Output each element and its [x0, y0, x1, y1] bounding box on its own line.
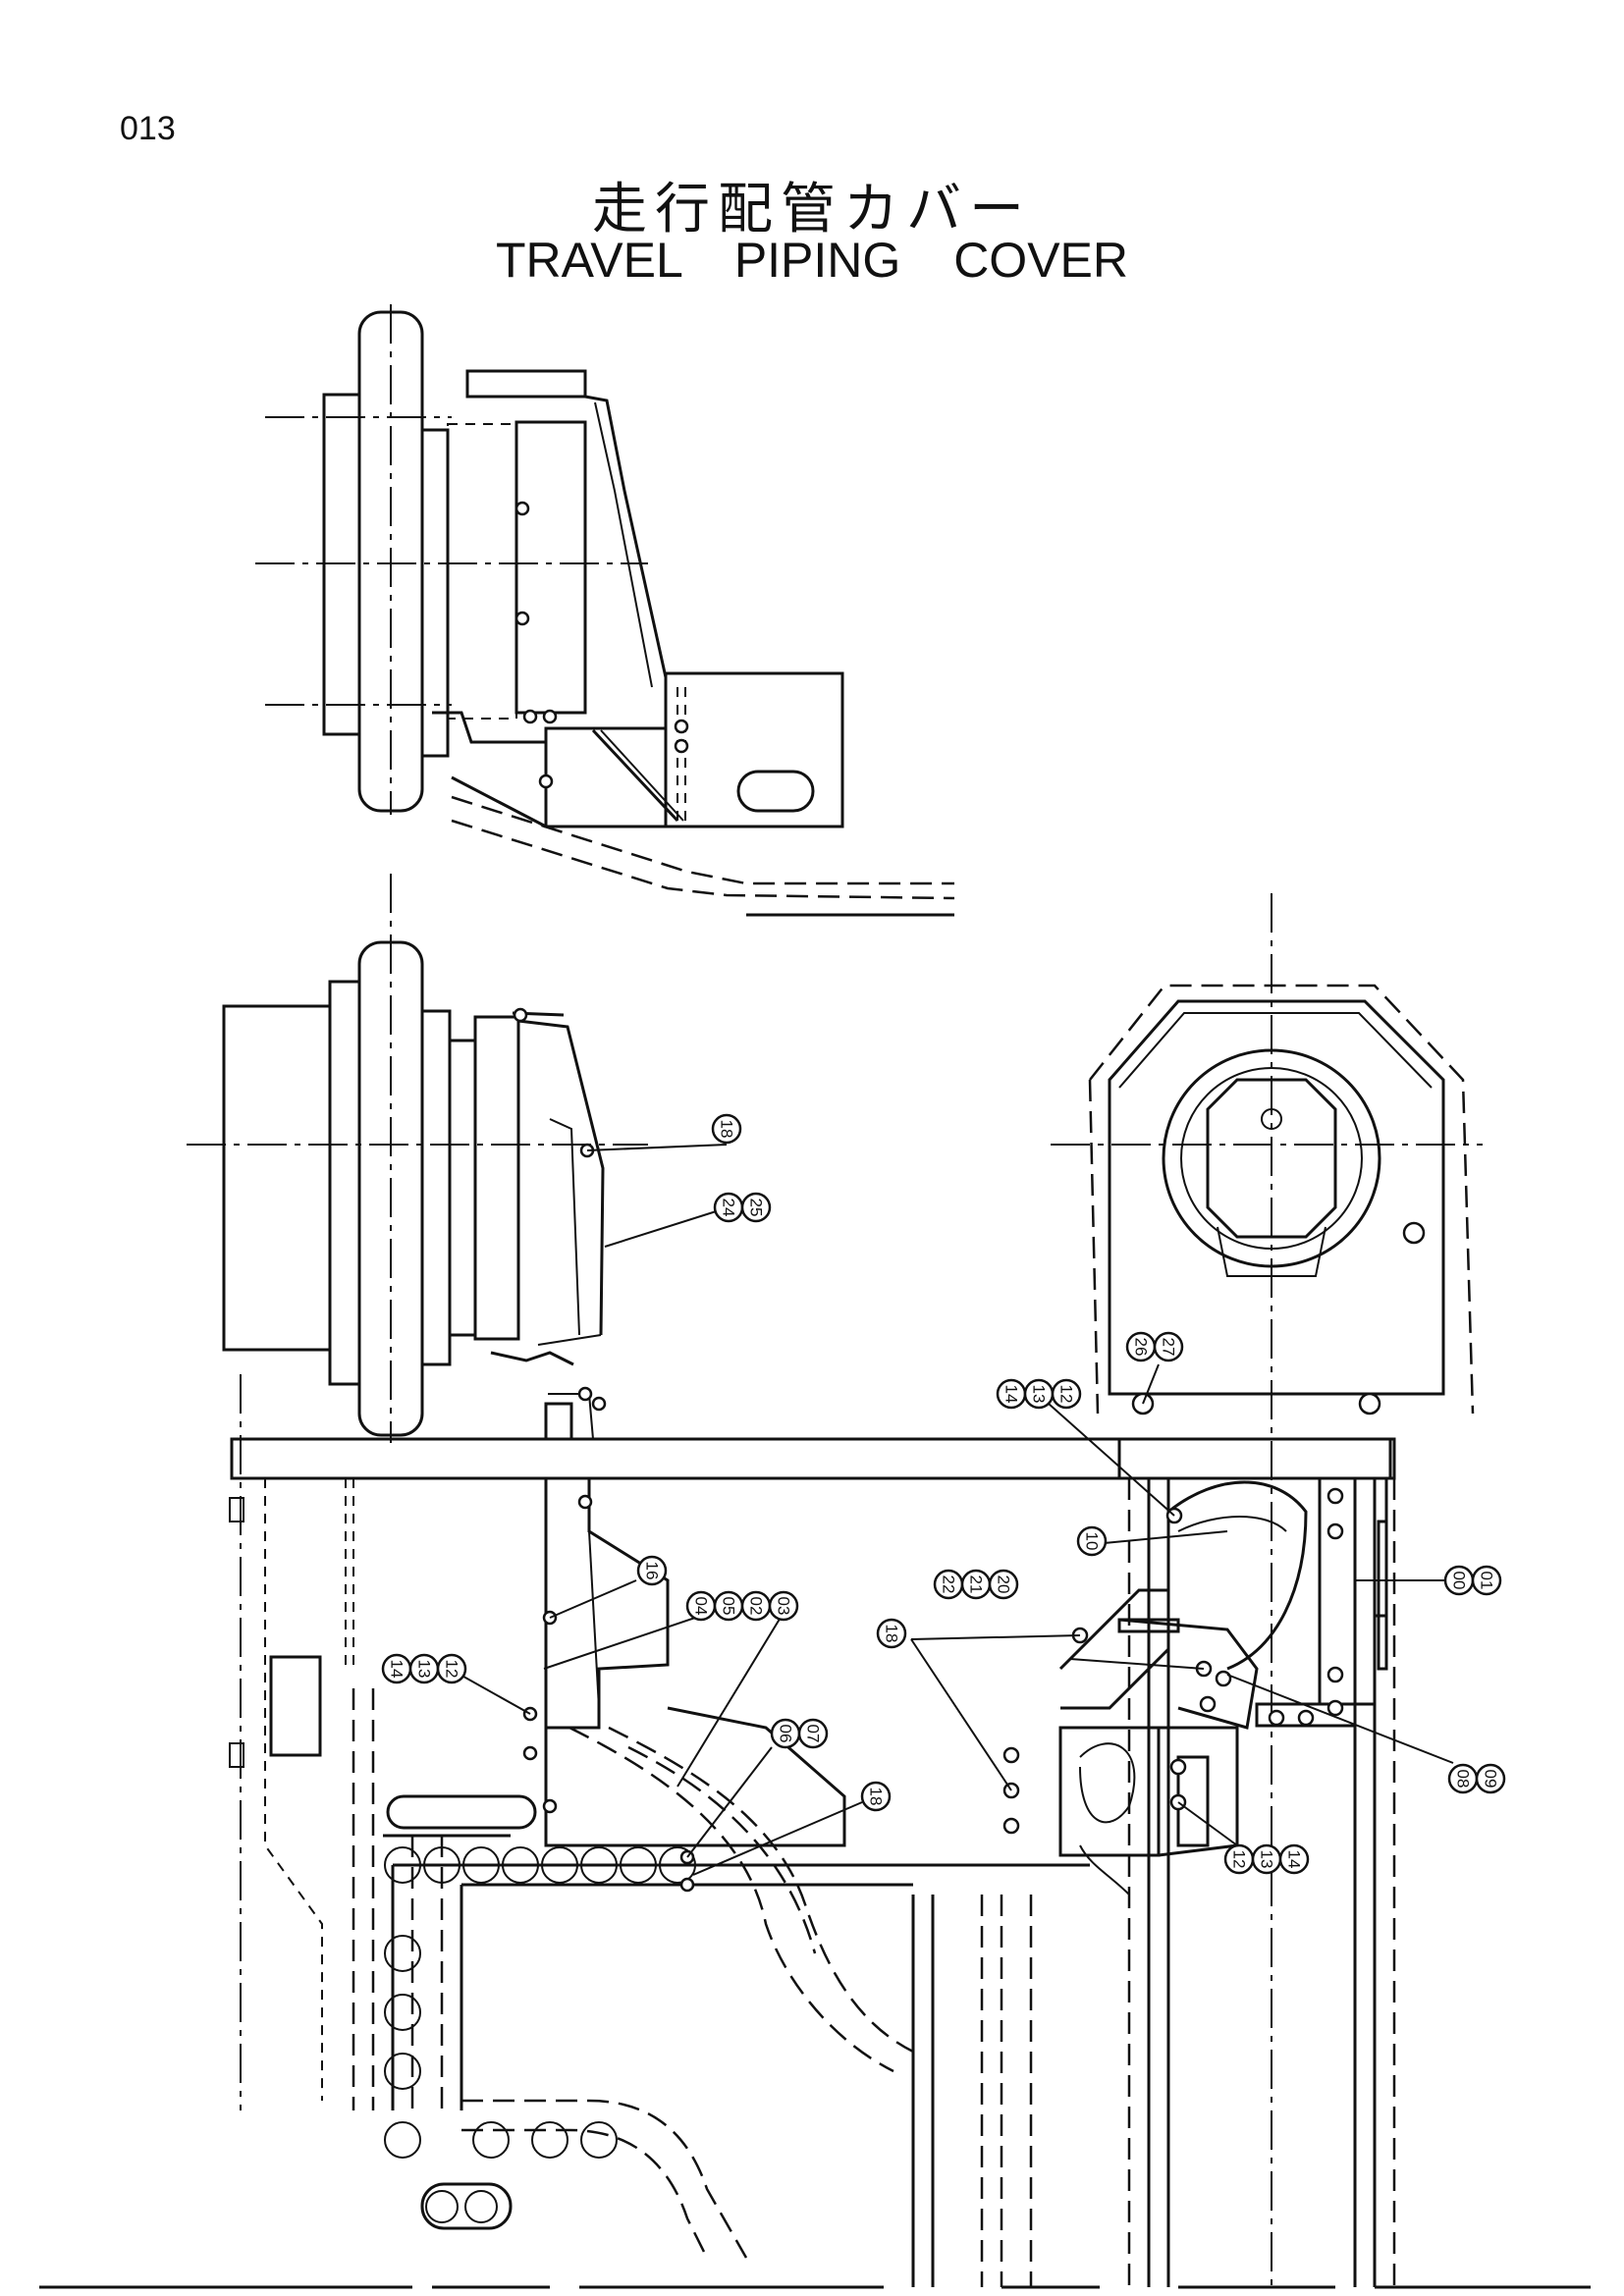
svg-text:14: 14 — [1002, 1385, 1021, 1404]
leader-lines — [449, 1144, 1454, 1876]
callout-14-13-12-left: 14 13 12 — [381, 1653, 467, 1684]
svg-text:18: 18 — [718, 1120, 736, 1139]
svg-text:00: 00 — [1450, 1572, 1469, 1590]
callout-22-21-20: 22 21 20 — [933, 1569, 1019, 1600]
svg-text:26: 26 — [1132, 1338, 1151, 1357]
svg-text:24: 24 — [720, 1199, 738, 1217]
svg-text:13: 13 — [1030, 1385, 1049, 1404]
side-view — [187, 874, 1392, 2259]
callout-12-13-14-bottom: 12 13 14 — [1223, 1843, 1310, 1875]
callout-02-03: 02 03 — [740, 1590, 799, 1622]
svg-text:13: 13 — [1258, 1850, 1276, 1869]
svg-text:27: 27 — [1160, 1338, 1178, 1357]
callout-18-mid: 18 — [860, 1781, 892, 1812]
callout-24-25: 24 25 — [713, 1192, 772, 1223]
svg-text:04: 04 — [692, 1597, 711, 1616]
callout-08-09: 08 09 — [1447, 1763, 1506, 1794]
top-view — [255, 304, 955, 917]
svg-text:12: 12 — [1057, 1385, 1076, 1404]
svg-text:09: 09 — [1482, 1770, 1500, 1789]
page-number: 013 — [120, 110, 176, 147]
svg-text:03: 03 — [775, 1597, 793, 1616]
callout-26-27: 26 27 — [1125, 1331, 1184, 1362]
callout-16: 16 — [636, 1555, 668, 1586]
svg-text:14: 14 — [388, 1660, 406, 1679]
svg-text:21: 21 — [967, 1575, 986, 1594]
svg-text:18: 18 — [867, 1788, 886, 1806]
svg-text:20: 20 — [995, 1575, 1013, 1594]
svg-text:07: 07 — [804, 1725, 823, 1743]
svg-text:06: 06 — [777, 1725, 795, 1743]
callout-14-13-12-right: 14 13 12 — [996, 1378, 1082, 1410]
svg-text:05: 05 — [720, 1597, 738, 1616]
svg-text:08: 08 — [1454, 1770, 1473, 1789]
svg-text:18: 18 — [883, 1625, 901, 1643]
title-japanese: 走行配管カバー — [592, 178, 1032, 241]
svg-text:22: 22 — [940, 1575, 958, 1594]
track-rollers — [384, 1846, 696, 2223]
svg-text:12: 12 — [1230, 1850, 1249, 1869]
svg-text:01: 01 — [1478, 1572, 1496, 1590]
svg-text:25: 25 — [747, 1199, 766, 1217]
callout-18-top: 18 — [711, 1113, 742, 1145]
svg-text:16: 16 — [643, 1562, 662, 1580]
svg-text:14: 14 — [1285, 1850, 1304, 1869]
svg-text:10: 10 — [1083, 1532, 1102, 1551]
svg-text:12: 12 — [443, 1660, 461, 1679]
callout-04-05: 04 05 — [685, 1590, 744, 1622]
svg-text:02: 02 — [747, 1597, 766, 1616]
callout-18-right: 18 — [876, 1618, 907, 1649]
callout-10: 10 — [1076, 1525, 1108, 1557]
title-english: TRAVEL PIPING COVER — [495, 233, 1128, 288]
callout-00-01: 00 01 — [1443, 1565, 1502, 1596]
svg-text:13: 13 — [415, 1660, 434, 1679]
callout-06-07: 06 07 — [770, 1718, 829, 1749]
